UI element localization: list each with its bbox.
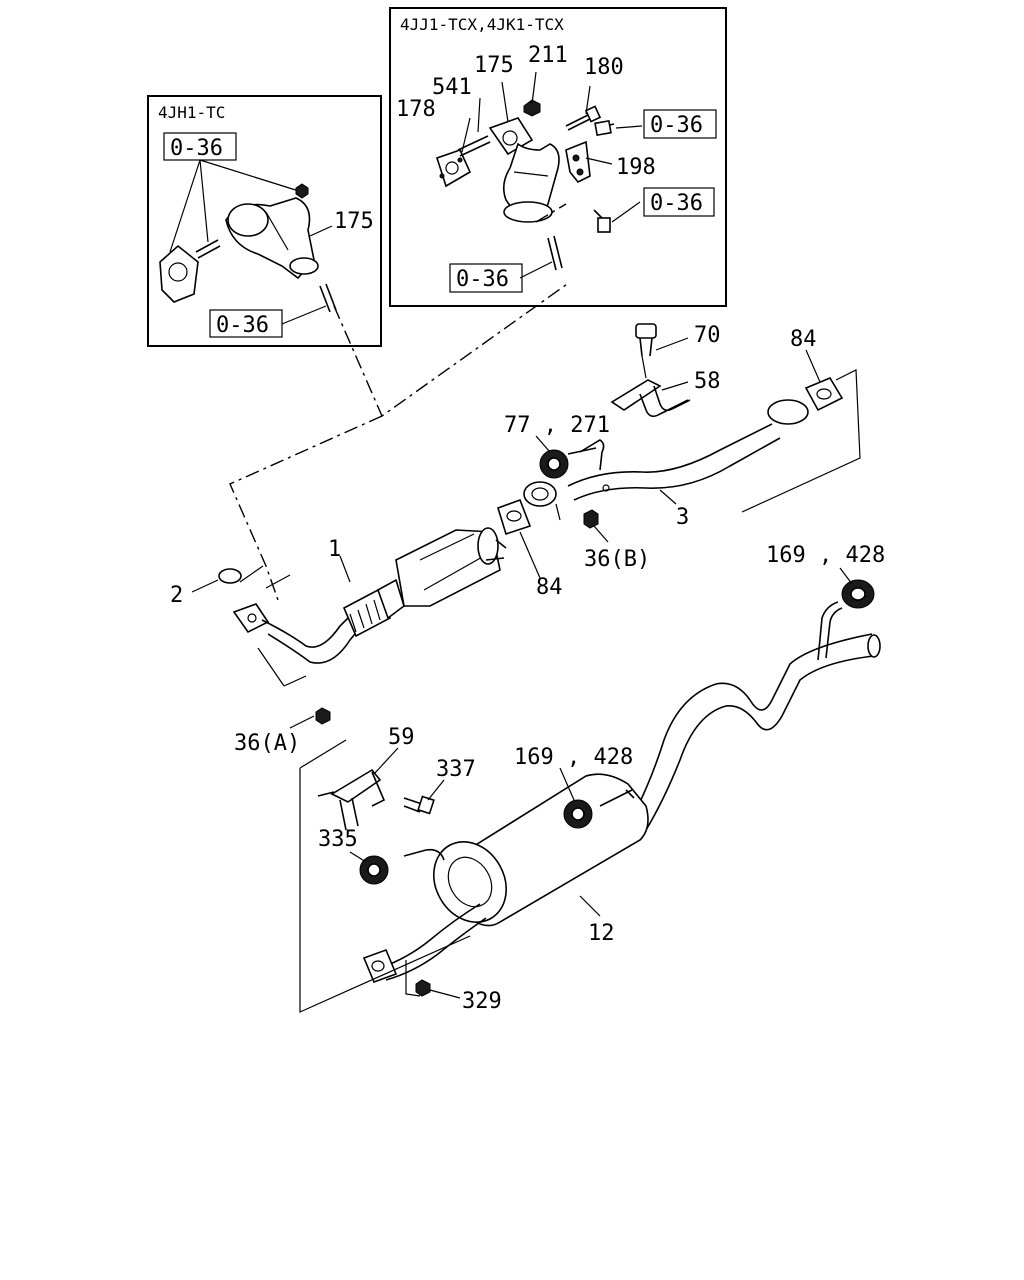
callout-58: 58 bbox=[694, 369, 721, 394]
callout-2: 2 bbox=[170, 583, 183, 608]
inset-engine-4jh1: 4JH1-TC 0-36 175 0-36 bbox=[147, 95, 382, 347]
callout-198-inset: 198 bbox=[616, 155, 656, 180]
reference-0-36-c: 0-36 bbox=[456, 267, 509, 292]
callout-1: 1 bbox=[328, 537, 341, 562]
reference-0-36-a: 0-36 bbox=[650, 113, 703, 138]
callout-211-inset: 211 bbox=[528, 43, 568, 68]
callout-178-inset: 178 bbox=[396, 97, 436, 122]
callout-12: 12 bbox=[588, 921, 615, 946]
callout-36a: 36(A) bbox=[234, 731, 300, 756]
catalytic-converter-pipe-1: 1 2 36(A) 84 bbox=[170, 498, 563, 756]
callout-77-271: 77 , 271 bbox=[504, 413, 610, 438]
callout-70: 70 bbox=[694, 323, 721, 348]
reference-0-36-bottom: 0-36 bbox=[216, 313, 269, 338]
muffler-tailpipe-12: 169 , 428 59 337 169 , 428 335 12 329 bbox=[299, 543, 885, 1014]
callout-175-inset-left: 175 bbox=[334, 209, 374, 234]
callout-169-428-right: 169 , 428 bbox=[766, 543, 885, 568]
callout-329: 329 bbox=[462, 989, 502, 1014]
callout-84-mid: 84 bbox=[536, 575, 563, 600]
inset-right-title: 4JJ1-TCX,4JK1-TCX bbox=[400, 15, 564, 34]
front-pipe-3: 70 84 58 77 , 271 3 36(B) bbox=[504, 323, 861, 572]
callout-335: 335 bbox=[318, 827, 358, 852]
callout-84-top: 84 bbox=[790, 327, 817, 352]
inset-left-title: 4JH1-TC bbox=[158, 103, 225, 122]
connector-lines bbox=[229, 281, 571, 687]
reference-0-36-b: 0-36 bbox=[650, 191, 703, 216]
reference-0-36-top: 0-36 bbox=[170, 136, 223, 161]
inset-engine-4jj1-4jk1: 4JJ1-TCX,4JK1-TCX bbox=[389, 7, 727, 307]
callout-180-inset: 180 bbox=[584, 55, 624, 80]
callout-169-428-mid: 169 , 428 bbox=[514, 745, 633, 770]
callout-541-inset: 541 bbox=[432, 75, 472, 100]
callout-59: 59 bbox=[388, 725, 415, 750]
callout-3: 3 bbox=[676, 505, 689, 530]
callout-36b: 36(B) bbox=[584, 547, 650, 572]
callout-175-inset-right: 175 bbox=[474, 53, 514, 78]
callout-337: 337 bbox=[436, 757, 476, 782]
